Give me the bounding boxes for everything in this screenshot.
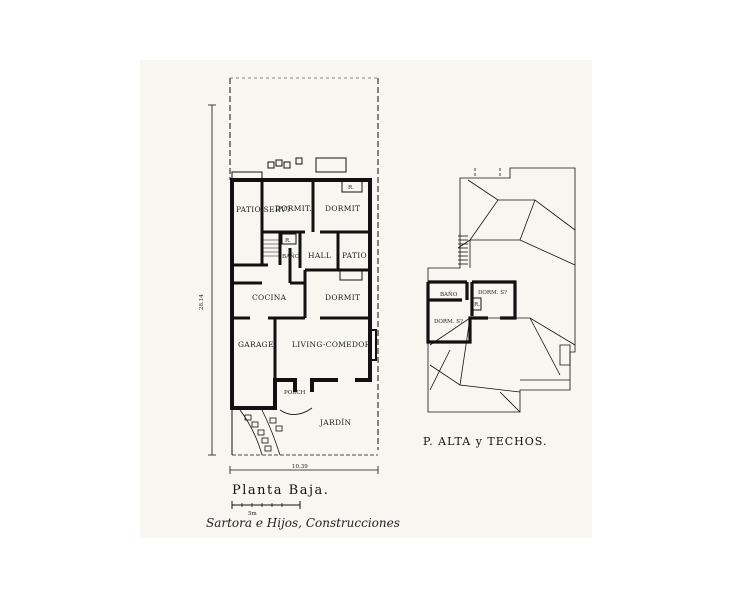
drawing-sheet — [140, 60, 592, 538]
upper-floor-walls — [426, 280, 517, 344]
label-garage: GARAGE — [238, 340, 274, 349]
ground-floor-plan — [208, 77, 379, 474]
label-dorm-s-1: DORM. S? — [478, 290, 507, 296]
garden-path — [239, 407, 313, 456]
upper-floor-title: P. ALTA y TECHOS. — [423, 435, 548, 448]
label-dormit-3: DORMIT — [325, 293, 360, 302]
label-dormit-1: DORMIT. — [275, 204, 312, 213]
upper-floor-labels: BAÑO DORM. S? DORM. S? R. — [434, 290, 507, 325]
label-upper-bano: BAÑO — [440, 290, 458, 298]
label-hall: HALL — [308, 251, 331, 260]
credit-caption: Sartora e Hijos, Construcciones — [206, 516, 400, 530]
lot-boundary — [229, 78, 379, 450]
label-dormit-2: DORMIT — [325, 204, 360, 213]
label-depth-dimension: 28.14 — [199, 294, 205, 310]
label-porch: PORCH — [284, 390, 306, 396]
ground-floor-title: Planta Baja. — [232, 483, 330, 498]
label-living: LIVING-COMEDOR — [292, 340, 371, 349]
upper-floor-plan — [426, 167, 576, 413]
label-cocina: COCINA — [252, 293, 287, 302]
ground-floor-labels: PATIO SERV? DORMIT. DORMIT R. R. BAÑO HA… — [199, 185, 371, 470]
label-dorm-s-2: DORM. S? — [434, 319, 463, 325]
label-r-1: R. — [348, 185, 354, 191]
label-width-dimension: 10.39 — [292, 464, 308, 470]
label-patio-serv: PATIO SERV? — [236, 205, 291, 214]
scale-bar: 5m — [231, 501, 301, 517]
label-patio: PATIO — [342, 251, 367, 260]
outer-wall — [230, 178, 372, 410]
label-r-2: R. — [285, 238, 291, 244]
label-upper-r: R. — [474, 302, 480, 308]
label-bano: BAÑO — [282, 252, 300, 260]
label-jardin: JARDÍN — [319, 418, 352, 427]
roof-outline — [427, 167, 576, 413]
upper-stair — [458, 235, 468, 265]
label-scale: 5m — [248, 511, 257, 517]
